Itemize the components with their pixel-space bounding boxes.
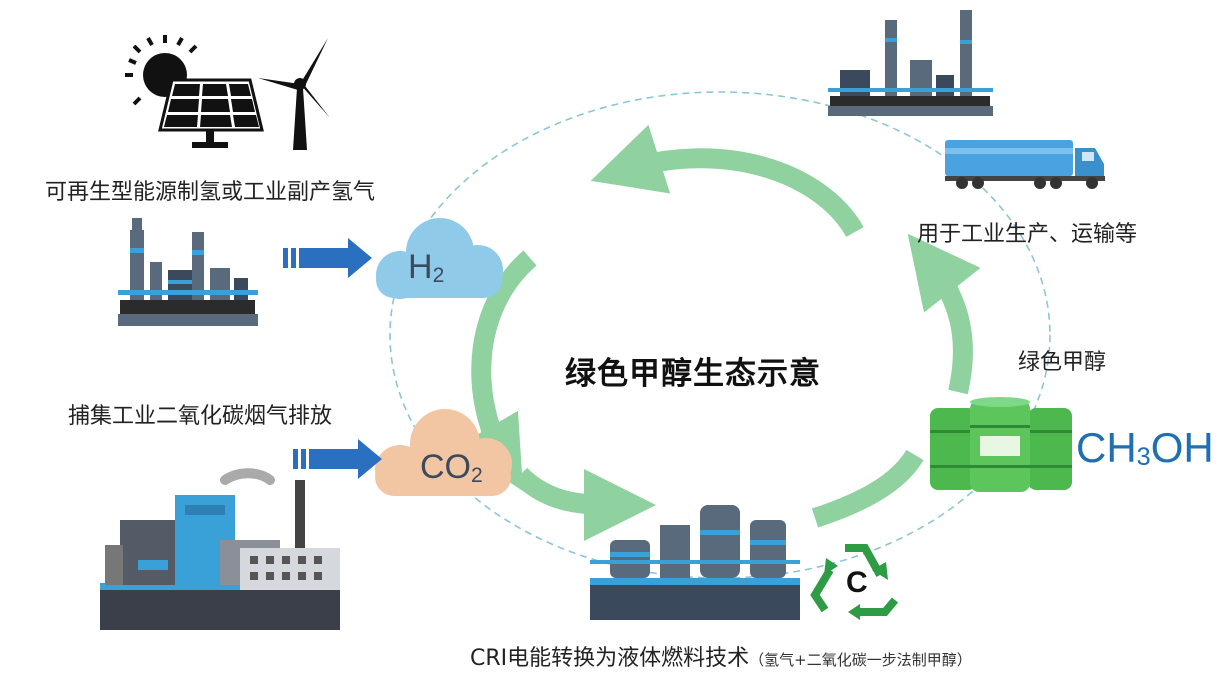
arrow-bottom-left: [512, 467, 656, 541]
arrow-bottom-right: [811, 449, 924, 528]
methanol-formula: CH3OH: [1076, 424, 1214, 472]
diagram-title: 绿色甲醇生态示意: [565, 356, 821, 392]
co2-base: CO: [420, 448, 471, 486]
co2-capture-label: 捕集工业二氧化碳烟气排放: [68, 404, 333, 429]
solar-panel-icon: [158, 78, 264, 148]
usage-label: 用于工业生产、运输等: [917, 222, 1138, 247]
h2-sub: 2: [432, 263, 445, 287]
arrow-top: [590, 124, 864, 238]
refinery-top-icon: [828, 10, 993, 116]
formula-oh: OH: [1150, 424, 1214, 471]
h2-cloud: [376, 218, 503, 299]
co2-cloud: [375, 409, 512, 496]
h2-molecule: H2: [408, 248, 444, 287]
arrow-left: [455, 250, 537, 492]
technology-note: （氢气+二氧化碳一步法制甲醇）: [749, 651, 972, 669]
blue-arrow-co2: [293, 439, 382, 479]
truck-icon: [945, 140, 1105, 189]
recycle-icon: [810, 544, 899, 616]
renewable-hydrogen-label: 可再生型能源制氢或工业副产氢气: [45, 180, 376, 205]
refinery-icon: [118, 218, 258, 326]
h2-base: H: [408, 248, 433, 286]
arrow-right: [907, 233, 981, 395]
technology-name: CRI电能转换为液体燃料技术: [470, 646, 750, 671]
co2-molecule: CO2: [420, 448, 483, 487]
technology-label: CRI电能转换为液体燃料技术（氢气+二氧化碳一步法制甲醇）: [470, 640, 972, 672]
co2-sub: 2: [471, 463, 483, 487]
green-flow-arrows: [455, 124, 981, 541]
formula-sub: 3: [1136, 442, 1151, 471]
recycle-arrowheads: [824, 558, 888, 620]
wind-turbine-icon: [258, 38, 330, 150]
recycle-letter: C: [846, 566, 868, 599]
blue-arrow-h2: [283, 238, 372, 278]
factory-icon: [100, 468, 340, 630]
green-methanol-label: 绿色甲醇: [1018, 350, 1107, 375]
formula-ch: CH: [1076, 424, 1137, 471]
barrel-icon: [930, 397, 1072, 492]
cycle-dashed-circle: [389, 91, 1051, 579]
plant-icon: [590, 505, 800, 620]
